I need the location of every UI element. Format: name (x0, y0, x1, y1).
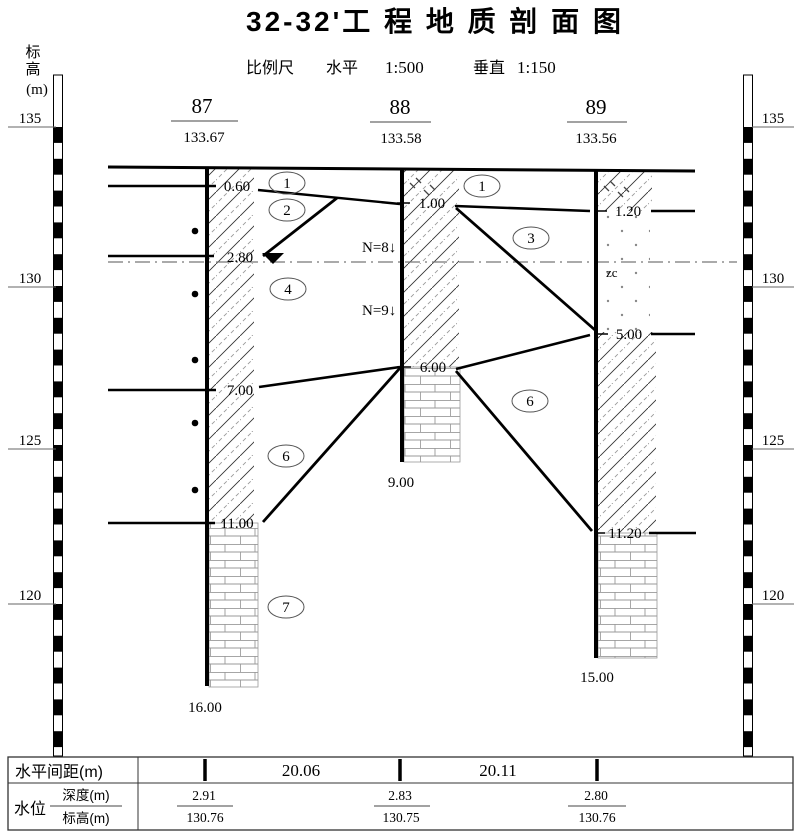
water-elev-label: 标高(m) (62, 810, 109, 826)
bh88-top-elevation: 133.58 (380, 131, 421, 147)
layer2-pinchout-line (262, 196, 338, 258)
left-tick-130: 130 (19, 271, 42, 287)
scale-vertical-label: 垂直 (473, 59, 505, 77)
bh87-id: 87 (192, 94, 213, 118)
scale-note: 比例尺 水平 1:500 垂直 1:150 (246, 58, 556, 77)
stratum-4-label: 4 (284, 282, 292, 298)
left-scale-bar: 135 130 125 120 (8, 74, 63, 757)
stratum-circles (267, 171, 550, 619)
layer6-top-steep-left (261, 367, 402, 523)
stratum-numbers: 1 2 1 3 4 6 6 7 (282, 176, 535, 616)
axis-char-gao: 高 (25, 61, 40, 78)
right-tick-135: 135 (762, 111, 785, 127)
page-title: 32-32'工 程 地 质 剖 面 图 (246, 5, 624, 37)
bh88-water-depth: 2.83 (388, 788, 412, 803)
layer3-bottom-steep (455, 206, 596, 332)
bh89-hatch-column (597, 332, 656, 533)
depth-labels: 0.60 2.80 7.00 11.00 16.00 1.00 6.00 9.0… (188, 179, 642, 716)
layer1-boundary-right (454, 204, 591, 213)
right-tick-125: 125 (762, 433, 785, 449)
bh89-fill-tick-marks (603, 180, 630, 198)
bh89-brick-column (597, 532, 658, 659)
spacing-row-label: 水平间距(m) (15, 763, 103, 781)
left-tick-120: 120 (19, 588, 42, 604)
stratum-3-label: 3 (527, 231, 535, 247)
bh89-depth-5.00: 5.00 (616, 327, 642, 343)
borehole-lines (205, 167, 598, 686)
bh89-fill-column (597, 171, 652, 211)
stratum-6-label-left: 6 (282, 449, 290, 465)
stratum-2-label: 2 (283, 203, 291, 219)
bh88-bottom-depth: 9.00 (388, 475, 414, 491)
bh87-depth-2.80: 2.80 (227, 250, 253, 266)
left-axis-ticks (8, 126, 56, 605)
layer4-6-boundary-left (258, 365, 401, 389)
bh89-top-elevation: 133.56 (575, 131, 617, 147)
bh87-depth-7.00: 7.00 (227, 383, 253, 399)
scale-label: 比例尺 (246, 59, 294, 77)
bh89-water-elev: 130.76 (578, 810, 615, 825)
right-tick-120: 120 (762, 588, 785, 604)
bh88-fill-tick-marks (409, 177, 436, 196)
bh88-hatch-column (403, 169, 459, 367)
bh87-depth-11.00: 11.00 (220, 516, 253, 532)
water-depth-label: 深度(m) (62, 788, 109, 803)
left-tick-135: 135 (19, 111, 42, 127)
stratum-6-label-right: 6 (526, 394, 534, 410)
bh87-top-elevation: 133.67 (183, 130, 225, 146)
right-tick-130: 130 (762, 271, 785, 287)
bh87-water-depth: 2.91 (192, 788, 216, 803)
bh88-brick-column (403, 366, 461, 463)
bh88-depth-6.00: 6.00 (420, 360, 446, 376)
bh88-water-elev: 130.75 (382, 810, 419, 825)
scale-horizontal-value: 1:500 (385, 58, 424, 77)
bh89-silt-column (597, 211, 650, 332)
bh88-id: 88 (390, 95, 411, 119)
bh88-depth-1.00: 1.00 (419, 196, 445, 212)
bh87-water-elev: 130.76 (186, 810, 223, 825)
bh89-id: 89 (586, 95, 607, 119)
bh89-depth-1.20: 1.20 (615, 204, 641, 220)
axis-unit: (m) (26, 82, 48, 98)
layer1-2-boundary (257, 188, 401, 206)
bh87-depth-0.60: 0.60 (224, 179, 250, 195)
spt-n8-label: N=8↓ (362, 240, 396, 256)
bh87-hatch-column (208, 167, 254, 523)
bh89-water-depth: 2.80 (584, 788, 608, 803)
bh87-brick-column (208, 522, 259, 688)
scale-horizontal-label: 水平 (326, 59, 358, 77)
stratum-1-label-right: 1 (478, 179, 486, 195)
bh89-depth-11.20: 11.20 (608, 526, 641, 542)
spacing-87-88: 20.06 (282, 761, 320, 780)
spacing-88-89: 20.11 (479, 761, 517, 780)
left-tick-125: 125 (19, 433, 42, 449)
lithology-columns (208, 167, 658, 688)
table-borehole-ticks (203, 759, 599, 781)
axis-char-biao: 标 (25, 44, 40, 61)
bh87-bottom-depth: 16.00 (188, 700, 222, 716)
right-axis-ticks (752, 126, 794, 605)
right-scale-bar: 135 130 125 120 (743, 74, 794, 757)
stratum-1-label-left: 1 (283, 176, 291, 192)
bh89-bottom-depth: 15.00 (580, 670, 614, 686)
layer4-6-boundary-right (455, 333, 591, 371)
stratum-7-label: 7 (282, 600, 290, 616)
scale-vertical-value: 1:150 (517, 58, 556, 77)
water-table-symbol (262, 253, 284, 264)
borehole-headers: 87 133.67 88 133.58 89 133.56 (171, 94, 627, 147)
spt-n9-label: N=9↓ (362, 303, 396, 319)
sample-markers (191, 227, 199, 494)
elevation-axis-label: 标 高 (m) (25, 44, 47, 98)
zc-label: zc (606, 265, 618, 280)
summary-table: 水平间距(m) 20.06 20.11 水位 深度(m) 标高(m) 2.91 … (7, 756, 794, 831)
water-row-label: 水位 (14, 800, 46, 818)
layer6-steep-right (454, 370, 594, 532)
